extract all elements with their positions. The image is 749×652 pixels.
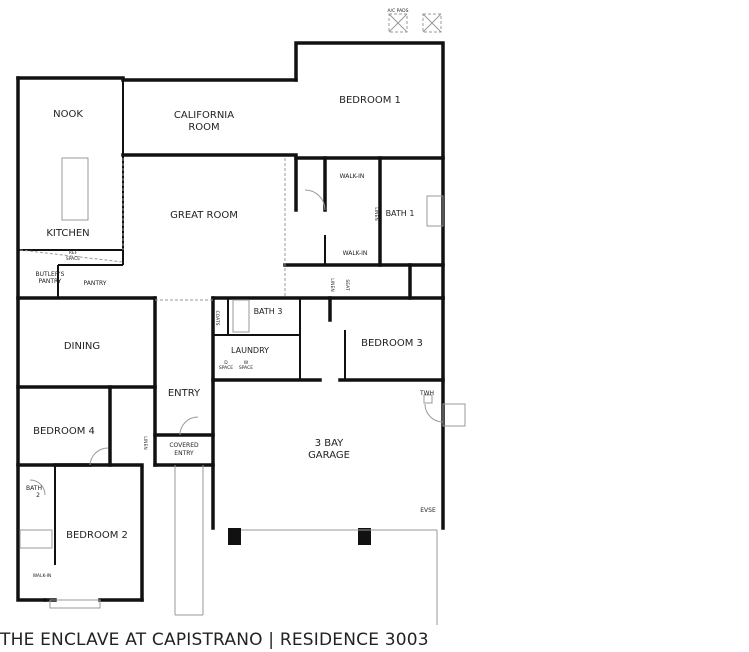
- floor-plan: NOOK CALIFORNIA ROOM BEDROOM 1 GREAT ROO…: [16, 8, 466, 625]
- label-w-space-2: SPACE: [239, 365, 253, 371]
- label-entry: ENTRY: [168, 388, 201, 399]
- label-kitchen: KITCHEN: [46, 228, 89, 239]
- label-bedroom-3: BEDROOM 3: [361, 338, 423, 349]
- label-bath-3: BATH 3: [254, 307, 283, 316]
- label-linen-2: LINEN: [329, 278, 335, 291]
- label-evse: EVSE: [420, 507, 436, 514]
- label-garage-1: 3 BAY: [315, 438, 344, 449]
- label-d-space-2: SPACE: [219, 365, 233, 371]
- label-ref-space-2: SPACE: [66, 256, 80, 262]
- label-bedroom-2: BEDROOM 2: [66, 530, 128, 541]
- label-dining: DINING: [64, 341, 100, 352]
- label-twh: TWH: [419, 390, 434, 397]
- label-covered-entry-1: COVERED: [169, 442, 199, 449]
- walls: [16, 41, 445, 625]
- label-covered-entry-2: ENTRY: [174, 450, 194, 457]
- label-nook: NOOK: [53, 109, 83, 120]
- label-coats: COATS: [214, 311, 220, 326]
- label-butlers-pantry-2: PANTRY: [39, 278, 62, 285]
- room-labels: NOOK CALIFORNIA ROOM BEDROOM 1 GREAT ROO…: [26, 8, 436, 579]
- label-california-room-2: ROOM: [188, 122, 219, 133]
- label-w-space-1: W: [244, 360, 249, 366]
- label-bath-2-1: BATH: [26, 485, 42, 492]
- label-walk-in-2: WALK-IN: [343, 250, 368, 257]
- label-laundry: LAUNDRY: [231, 346, 269, 355]
- label-linen-3: LINEN: [142, 436, 148, 449]
- label-great-room: GREAT ROOM: [170, 210, 238, 221]
- label-walk-in-3: WALK-IN: [33, 573, 52, 579]
- label-bedroom-4: BEDROOM 4: [33, 426, 95, 437]
- label-walk-in-1: WALK-IN: [340, 173, 365, 180]
- label-seat: SEAT: [344, 279, 350, 290]
- label-california-room-1: CALIFORNIA: [174, 110, 234, 121]
- plan-title: THE ENCLAVE AT CAPISTRANO | RESIDENCE 30…: [0, 630, 429, 650]
- label-butlers-pantry-1: BUTLER'S: [36, 271, 65, 278]
- label-garage-2: GARAGE: [308, 450, 350, 461]
- ac-pads: [388, 13, 442, 33]
- label-bath-2-2: 2: [36, 492, 40, 499]
- label-bath-1: BATH 1: [386, 209, 415, 218]
- label-ref-space-1: REF: [69, 250, 78, 256]
- fixtures: [19, 189, 466, 549]
- label-ac-pads: A/C PADS: [388, 8, 409, 14]
- label-linen-1: LINEN: [373, 207, 379, 220]
- label-d-space-1: D: [224, 360, 228, 366]
- label-bedroom-1: BEDROOM 1: [339, 95, 401, 106]
- label-pantry: PANTRY: [84, 280, 107, 287]
